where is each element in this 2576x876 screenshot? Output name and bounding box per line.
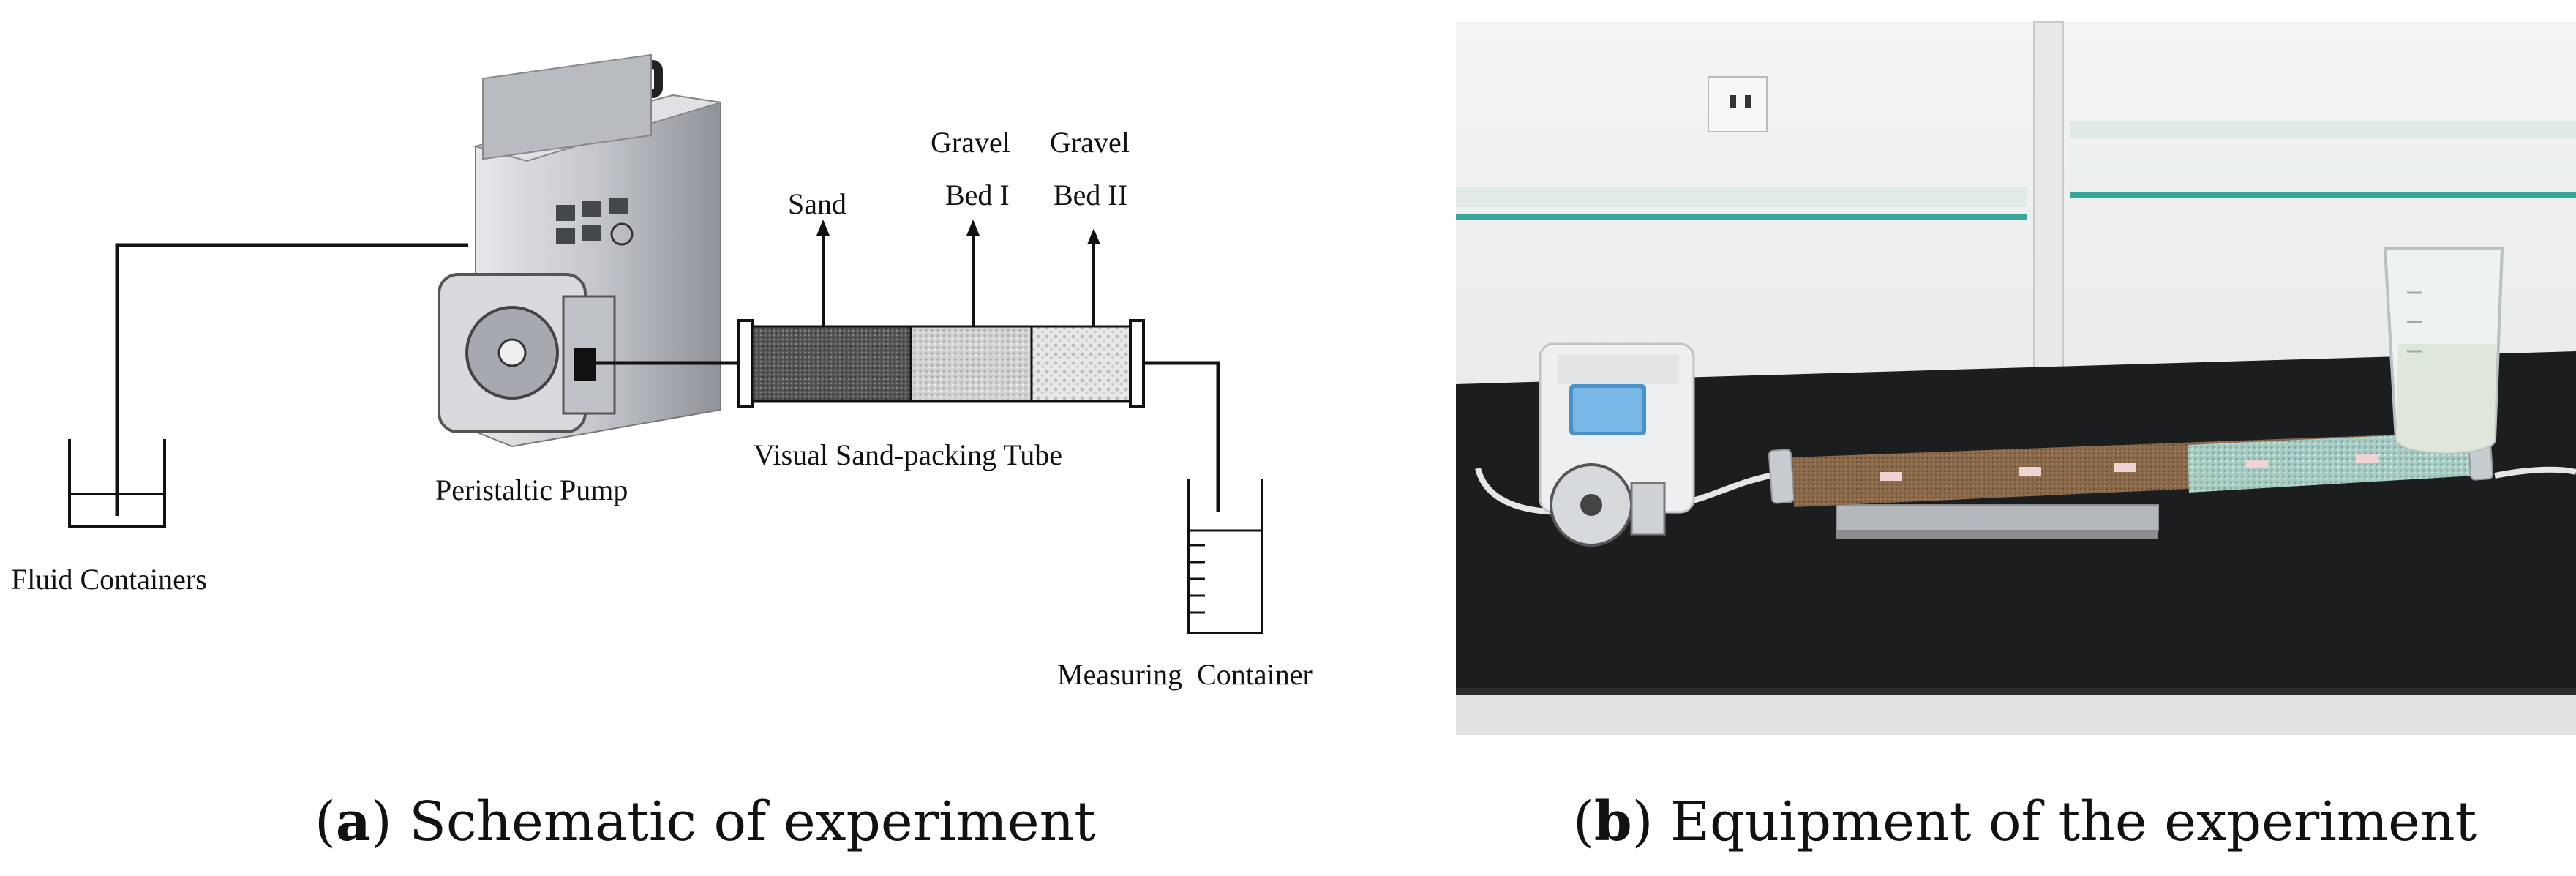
caption-b: (b) Equipment of the experiment: [1573, 790, 2477, 853]
caption-a-letter: a: [335, 790, 371, 853]
label-fluid-containers: Fluid Containers: [11, 563, 207, 596]
caption-b-letter: b: [1593, 790, 1632, 853]
beaker-photo-icon: [2383, 247, 2504, 454]
schematic-diagram: Fluid Containers Peristaltic Pump Visual…: [11, 53, 1313, 691]
label-visual-tube: Visual Sand-packing Tube: [754, 438, 1062, 471]
sampling-port-arrows: [816, 220, 1100, 326]
panel-b-photo: (b) Equipment of the experiment: [1456, 0, 2576, 876]
label-measuring-container: Measuring Container: [1057, 658, 1313, 691]
label-gravel-bed-1-line2: Bed I: [945, 179, 1010, 211]
label-gravel-bed-1-line1: Gravel: [931, 126, 1010, 159]
label-peristaltic-pump: Peristaltic Pump: [435, 473, 628, 506]
pump-photo-icon: [1539, 342, 1695, 547]
label-gravel-bed-2-line1: Gravel: [1050, 126, 1130, 159]
label-gravel-bed-2-line2: Bed II: [1054, 179, 1127, 211]
label-sand: Sand: [788, 187, 846, 220]
measuring-container-icon: [1187, 479, 1263, 634]
caption-a-text: Schematic of experiment: [409, 790, 1097, 853]
inlet-tube: [115, 243, 468, 516]
sand-packing-tube: [737, 319, 1145, 408]
peristaltic-pump-icon: [438, 53, 721, 448]
panel-a-schematic: Fluid Containers Peristaltic Pump Visual…: [11, 53, 1313, 853]
outlet-tube: [1144, 361, 1220, 512]
equipment-photo: [1456, 21, 2576, 735]
caption-a: (a) Schematic of experiment: [315, 790, 1097, 853]
caption-b-text: Equipment of the experiment: [1670, 790, 2477, 853]
